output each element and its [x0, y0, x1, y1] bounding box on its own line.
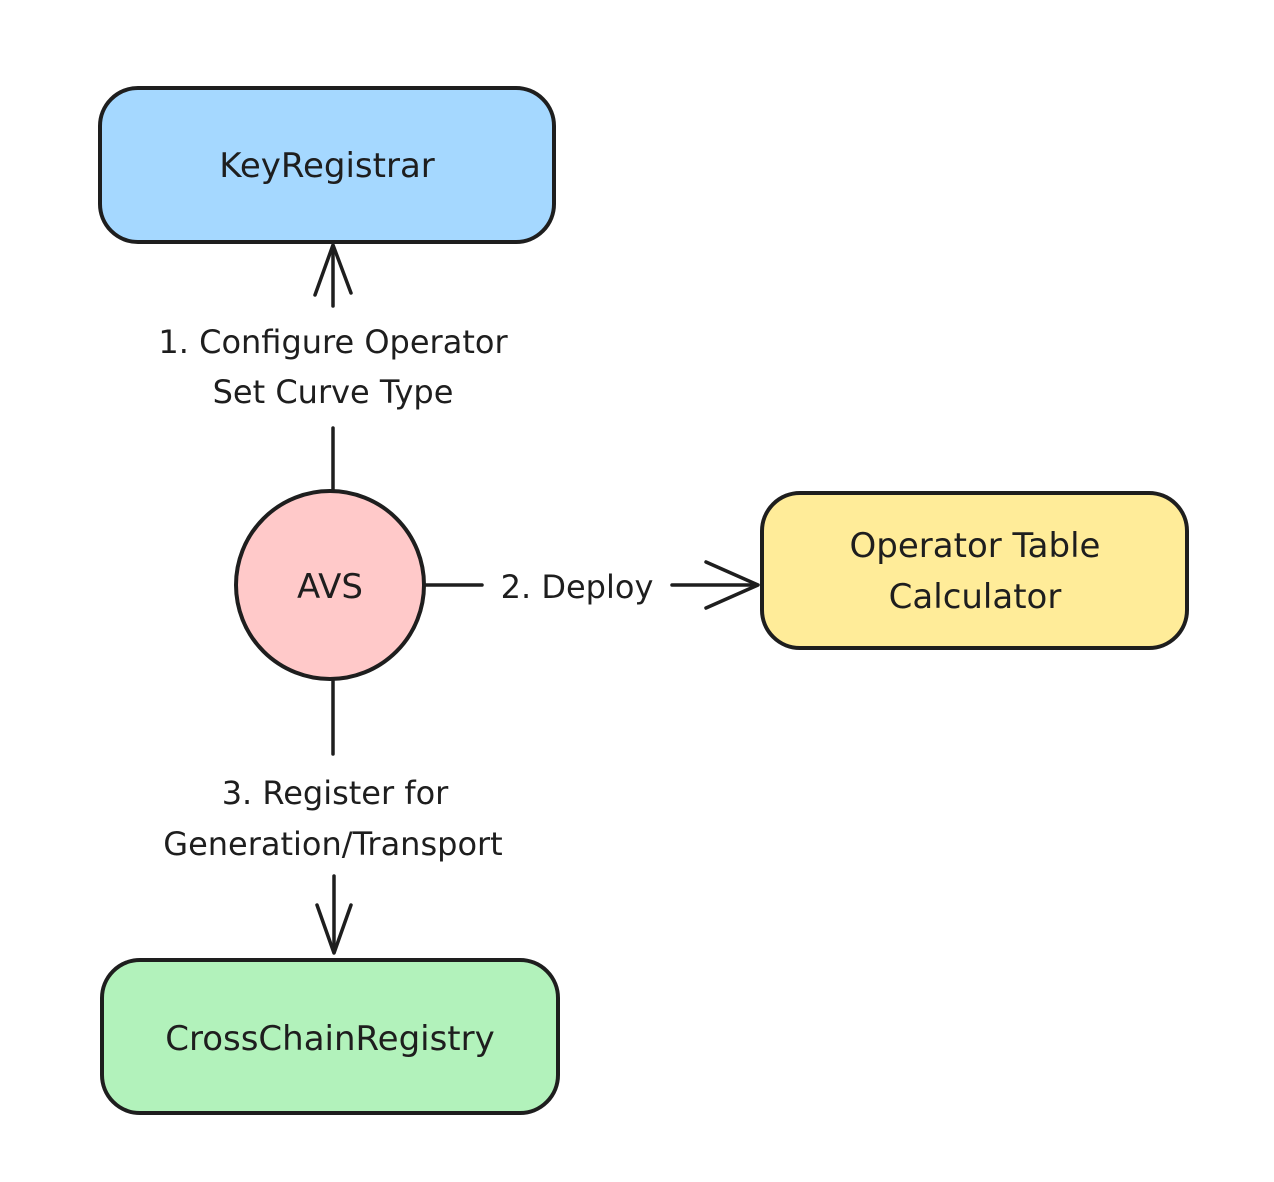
key-registrar-label: KeyRegistrar	[219, 146, 435, 186]
cross-chain-registry-label: CrossChainRegistry	[165, 1019, 495, 1059]
node-avs: AVS	[234, 489, 426, 681]
edge-configure-operator-set-curve-type: 1. Configure Operator Set Curve Type	[158, 243, 508, 492]
operator-table-calculator-box	[760, 491, 1189, 650]
edge1-label-line2: Set Curve Type	[213, 373, 454, 411]
cross-chain-registry-box	[100, 958, 560, 1115]
edge-register-for-generation-transport: 3. Register for Generation/Transport	[163, 679, 503, 955]
edge-deploy: 2. Deploy	[422, 560, 760, 610]
edge2-right-arrowhead-icon	[704, 560, 760, 610]
edge3-label-line1: 3. Register for	[222, 774, 449, 812]
node-operator-table-calculator: Operator Table Calculator	[760, 491, 1189, 650]
avs-circle	[234, 489, 426, 681]
operator-table-calculator-label-line2: Calculator	[889, 577, 1062, 617]
avs-label: AVS	[297, 567, 363, 607]
edge3-down-arrowhead-icon	[315, 903, 353, 955]
edge1-up-arrowhead-icon	[313, 243, 353, 297]
edge1-label-line1: 1. Configure Operator	[158, 323, 508, 361]
node-key-registrar: KeyRegistrar	[98, 86, 556, 244]
edge3-label-line2: Generation/Transport	[163, 825, 502, 863]
edge2-label: 2. Deploy	[501, 568, 654, 606]
key-registrar-box	[98, 86, 556, 244]
operator-table-calculator-label-line1: Operator Table	[850, 526, 1101, 566]
node-cross-chain-registry: CrossChainRegistry	[100, 958, 560, 1115]
